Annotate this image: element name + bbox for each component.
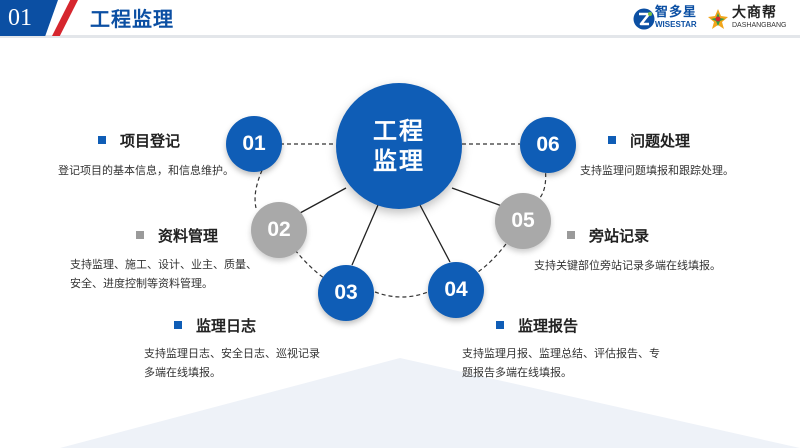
item-05-desc-line: 支持关键部位旁站记录多端在线填报。 bbox=[534, 259, 721, 272]
item-03-bullet bbox=[174, 321, 182, 329]
item-05-desc: 支持关键部位旁站记录多端在线填报。 bbox=[534, 256, 721, 275]
center-hub-line2: 监理 bbox=[373, 147, 425, 175]
dashangbang-logo-icon bbox=[708, 9, 728, 29]
item-01-desc: 登记项目的基本信息，和信息维护。 bbox=[58, 161, 234, 180]
dashangbang-logo-cn: 大商帮 bbox=[732, 5, 777, 21]
item-05-title: 旁站记录 bbox=[567, 227, 649, 245]
header-bar bbox=[0, 0, 800, 36]
item-03-desc-line: 多端在线填报。 bbox=[144, 366, 221, 379]
item-02-desc-line: 支持监理、施工、设计、业主、质量、 bbox=[70, 258, 257, 271]
wisestar-logo-cn: 智多星 bbox=[655, 5, 698, 20]
center-hub-line1: 工程 bbox=[373, 117, 425, 145]
item-04-desc: 支持监理月报、监理总结、评估报告、专 题报告多端在线填报。 bbox=[462, 344, 660, 382]
center-hub: 工程 监理 bbox=[336, 83, 462, 209]
wisestar-logo-en: WISESTAR bbox=[655, 20, 697, 29]
dashangbang-logo-en: DASHANGBANG bbox=[732, 22, 787, 29]
item-06-bullet bbox=[608, 136, 616, 144]
item-01-bullet bbox=[98, 136, 106, 144]
item-02-desc-line: 安全、进度控制等资料管理。 bbox=[70, 277, 213, 290]
wisestar-logo: 智多星 WISESTAR bbox=[633, 6, 703, 32]
dashangbang-logo: 大商帮 DASHANGBANG bbox=[707, 6, 797, 32]
item-01-title: 项目登记 bbox=[98, 132, 180, 150]
item-02-title: 资料管理 bbox=[136, 227, 218, 245]
node-06: 06 bbox=[520, 117, 576, 173]
item-04-title: 监理报告 bbox=[496, 317, 578, 335]
header-divider bbox=[0, 35, 800, 38]
page-title: 工程监理 bbox=[90, 7, 174, 31]
item-01-desc-line: 登记项目的基本信息，和信息维护。 bbox=[58, 164, 234, 177]
item-03-desc-line: 支持监理日志、安全日志、巡视记录 bbox=[144, 347, 320, 360]
item-06-desc-line: 支持监理问题填报和跟踪处理。 bbox=[580, 164, 734, 177]
item-04-desc-line: 支持监理月报、监理总结、评估报告、专 bbox=[462, 347, 660, 360]
item-06-desc: 支持监理问题填报和跟踪处理。 bbox=[580, 161, 734, 180]
item-03-title: 监理日志 bbox=[174, 317, 256, 335]
node-04: 04 bbox=[428, 262, 484, 318]
item-06-title: 问题处理 bbox=[608, 132, 690, 150]
node-01: 01 bbox=[226, 116, 282, 172]
wisestar-logo-icon bbox=[633, 8, 655, 30]
item-04-bullet bbox=[496, 321, 504, 329]
item-03-desc: 支持监理日志、安全日志、巡视记录 多端在线填报。 bbox=[144, 344, 320, 382]
item-02-desc: 支持监理、施工、设计、业主、质量、 安全、进度控制等资料管理。 bbox=[70, 255, 257, 293]
node-03: 03 bbox=[318, 265, 374, 321]
node-02: 02 bbox=[251, 202, 307, 258]
section-number: 01 bbox=[8, 5, 32, 31]
item-05-bullet bbox=[567, 231, 575, 239]
node-05: 05 bbox=[495, 193, 551, 249]
item-04-desc-line: 题报告多端在线填报。 bbox=[462, 366, 572, 379]
item-02-bullet bbox=[136, 231, 144, 239]
